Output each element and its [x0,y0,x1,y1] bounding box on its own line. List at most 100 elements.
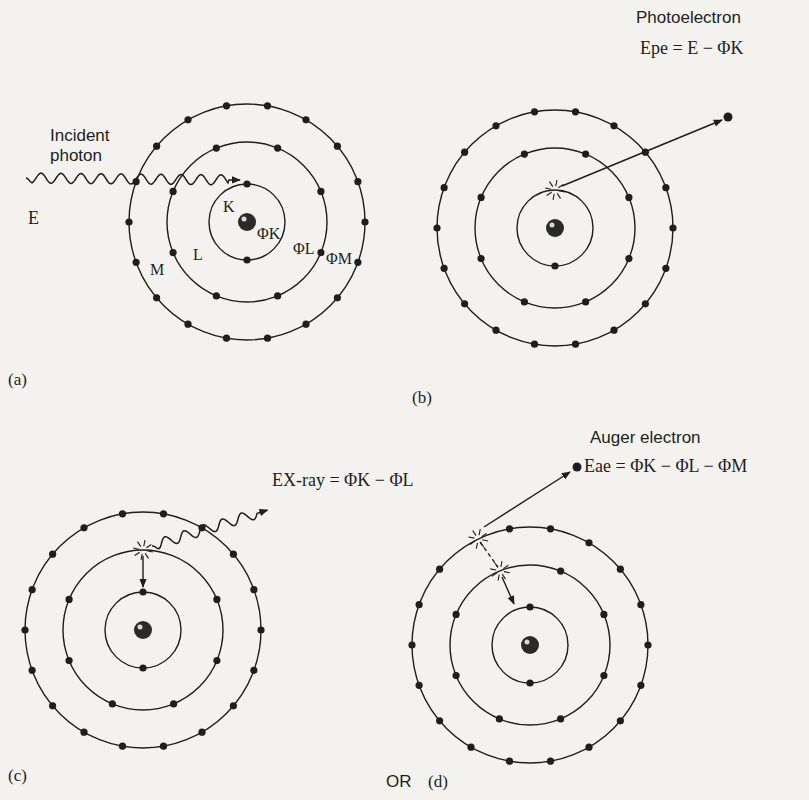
electron-shell [475,148,635,308]
electron [461,300,468,307]
photon-wave [26,173,240,185]
electron [642,300,649,307]
electron [153,143,160,150]
vacancy-burst [549,182,552,187]
electron-shell [63,550,223,710]
electron [452,611,459,618]
electron [29,667,36,674]
electron [274,292,281,299]
electron [213,596,220,603]
label: EX-ray = ΦK − ΦL [272,470,414,491]
electron [198,729,205,736]
electron [492,327,499,334]
vacancy-burst [476,543,477,549]
nucleus-highlight [525,640,530,645]
label: Photoelectron [636,8,741,28]
electron [334,294,341,301]
nucleus [546,219,564,237]
label: Auger electron [590,428,701,448]
electron [416,682,423,689]
electron [610,327,617,334]
electron [492,122,499,129]
electron-shell [167,142,327,302]
nucleus-highlight [138,625,143,630]
vacancy-burst [468,537,474,538]
electron [334,143,341,150]
vacancy-burst [482,533,487,536]
electron [557,715,564,722]
electron [119,510,126,517]
nucleus [521,636,539,654]
photon-wave [152,510,268,549]
vacancy-burst [545,188,551,189]
electron-shell [450,565,610,725]
electron [662,265,669,272]
electron [274,144,281,151]
electron [617,566,624,573]
electron [625,255,632,262]
electron [496,715,503,722]
electron [139,588,146,595]
electron [452,672,459,679]
electron [184,116,191,123]
label: L [193,246,203,264]
electron [160,510,167,517]
electron [526,603,533,610]
electron [441,265,448,272]
electron [637,682,644,689]
electron [506,525,513,532]
vacancy-burst [503,565,508,568]
label: ΦM [326,250,352,268]
electron [264,102,271,109]
nucleus-highlight [242,217,247,222]
electron [461,149,468,156]
vacancy-burst [504,572,510,573]
vacancy-burst [479,529,480,535]
electron [572,341,579,348]
electron [80,524,87,531]
electron [551,262,558,269]
electron [436,717,443,724]
electron [441,184,448,191]
electron [243,180,250,187]
electron [600,611,607,618]
electron [80,729,87,736]
electron [317,188,324,195]
electron [467,744,474,751]
electron [125,218,132,225]
vacancy-burst [137,542,140,547]
electron [119,743,126,750]
electron [477,255,484,262]
electron [29,586,36,593]
electron [49,702,56,709]
label: OR [386,772,412,792]
electron [160,743,167,750]
label: ΦK [257,225,280,243]
electron [433,224,440,231]
electron [354,259,361,266]
label: (a) [8,370,27,390]
electron [361,218,368,225]
electron [213,657,220,664]
vacancy-burst [145,553,148,558]
vacancy-burst [498,575,499,581]
label: (b) [412,388,432,408]
leader-arrow [484,472,570,527]
vacancy-burst [135,552,140,555]
electron [582,298,589,305]
label: Epe = E − ΦK [640,38,743,59]
vacancy-burst [557,193,560,198]
electron [169,249,176,256]
nucleus-highlight [550,223,555,228]
electron-shell [517,190,593,266]
electron-shell [25,512,261,748]
label: ΦL [293,240,314,258]
electron [139,664,146,671]
electron [133,259,140,266]
electron [416,601,423,608]
label: (d) [428,772,448,792]
atoms [21,102,732,765]
electron [547,758,554,765]
